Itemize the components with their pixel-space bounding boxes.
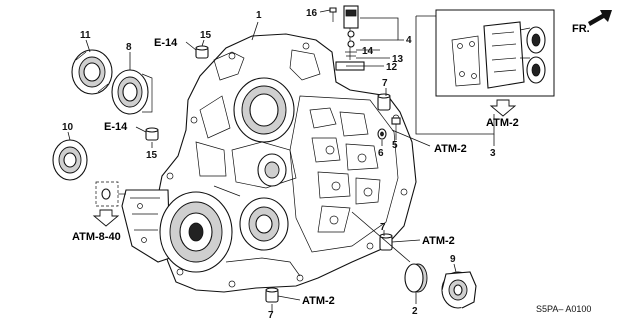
callout-8: 8 xyxy=(126,42,132,53)
callout-2: 2 xyxy=(412,306,418,317)
transmission-housing xyxy=(121,33,417,293)
dowel-pin-7-bottom xyxy=(265,287,279,303)
callout-7-bottom: 7 xyxy=(268,310,274,319)
bearing-9 xyxy=(441,271,477,309)
oil-seal-10 xyxy=(52,139,88,181)
dowel-pin-7-lower xyxy=(379,233,393,251)
bearing-8 xyxy=(111,69,153,115)
callout-9: 9 xyxy=(450,254,456,265)
front-direction-arrow xyxy=(588,10,612,26)
callout-4: 4 xyxy=(406,35,412,46)
callout-7-upper: 7 xyxy=(382,78,388,89)
washer-6 xyxy=(377,128,387,140)
callout-1: 1 xyxy=(256,10,262,21)
dowel-pin-7-upper xyxy=(377,93,391,111)
callout-11: 11 xyxy=(80,30,91,41)
bolt-16 xyxy=(329,7,337,22)
callout-15-top: 15 xyxy=(200,30,212,41)
callout-14: 14 xyxy=(362,46,374,57)
solenoid-inset-box xyxy=(435,9,555,97)
ref-e14-mid: E-14 xyxy=(104,121,128,133)
ref-atm2-inset: ATM-2 xyxy=(486,117,519,129)
dowel-pin-15-top xyxy=(195,45,209,59)
inset-down-arrow xyxy=(489,99,517,117)
reference-labels: E-14 E-14 ATM-2 ATM-2 ATM-2 ATM-2 ATM-8-… xyxy=(72,23,591,314)
callout-numbers: 1 2 3 4 5 6 7 7 7 8 9 10 11 12 13 14 15 … xyxy=(62,8,496,319)
callout-10: 10 xyxy=(62,122,74,133)
ref-atm2-lower-right: ATM-2 xyxy=(422,235,455,247)
dashed-plug-box xyxy=(95,181,126,207)
ref-atm2-bottom: ATM-2 xyxy=(302,295,335,307)
callout-5: 5 xyxy=(392,140,398,151)
callout-7-lower: 7 xyxy=(380,222,386,233)
atm840-down-arrow xyxy=(92,209,120,227)
ref-atm-8-40: ATM-8-40 xyxy=(72,231,121,243)
dowel-pin-15-mid xyxy=(145,127,159,141)
front-direction-label: FR. xyxy=(572,23,590,35)
leader-lines xyxy=(67,21,457,312)
callout-16: 16 xyxy=(306,8,318,19)
callout-3: 3 xyxy=(490,148,496,159)
figure-code: S5PA– A0100 xyxy=(536,304,591,314)
callout-13: 13 xyxy=(392,54,404,65)
shift-solenoid xyxy=(335,5,365,71)
bolt-5 xyxy=(391,117,401,134)
callout-6: 6 xyxy=(378,148,384,159)
ref-e14-top: E-14 xyxy=(154,37,178,49)
ref-atm2-right: ATM-2 xyxy=(434,143,467,155)
callout-15-mid: 15 xyxy=(146,150,158,161)
cap-2 xyxy=(404,263,428,293)
callout-12: 12 xyxy=(386,62,398,73)
oil-seal-11 xyxy=(71,49,113,95)
